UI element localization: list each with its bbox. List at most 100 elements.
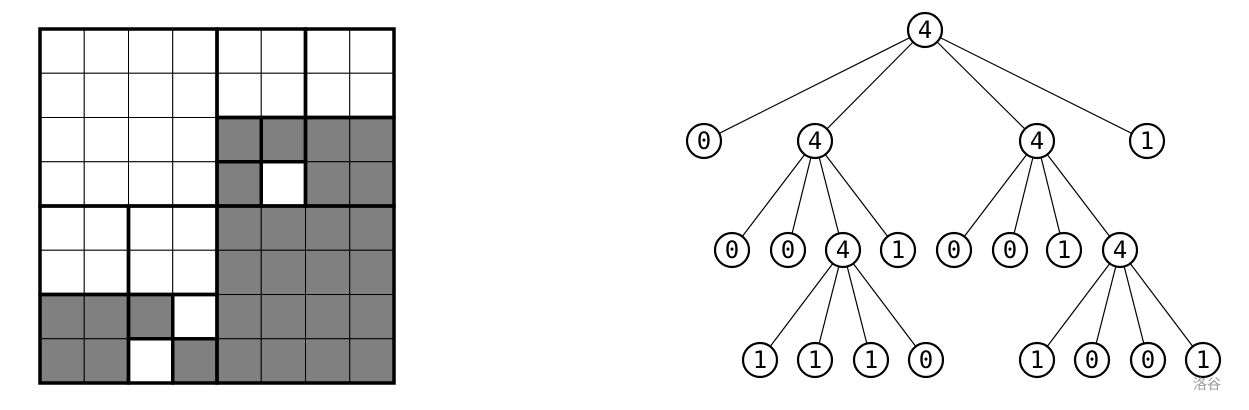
grid-cell-r0-c5: [260, 28, 306, 74]
tree-edge: [1009, 140, 1038, 251]
tree-edge: [953, 140, 1038, 251]
grid-cell-r7-c4: [216, 338, 262, 384]
tree-node-label: 4: [1030, 127, 1044, 155]
grid-cell-r2-c7: [349, 117, 395, 163]
tree-node-label: 0: [1085, 346, 1099, 374]
grid-cell-r6-c3: [172, 294, 218, 340]
grid-cell-r7-c1: [83, 338, 129, 384]
tree-node-label: 1: [753, 346, 767, 374]
tree-node-n4: 1: [1128, 122, 1166, 160]
tree-node-label: 4: [808, 127, 822, 155]
tree-node-circle: [879, 231, 917, 269]
tree-node-label: 4: [918, 16, 932, 44]
tree-edges: [703, 29, 1204, 361]
tree-edge: [1036, 249, 1121, 361]
tree-node-label: 1: [1057, 236, 1071, 264]
grid-cell-r5-c2: [128, 249, 174, 295]
tree-node-circle: [1184, 341, 1222, 379]
grid-cell-r3-c5: [260, 161, 306, 207]
tree-node-circle: [852, 341, 890, 379]
tree-edge: [1091, 249, 1121, 361]
tree-node-n5: 0: [713, 231, 751, 269]
grid-cell-r1-c0: [39, 72, 85, 118]
grid-cell-r1-c3: [172, 72, 218, 118]
grid-cell-r2-c4: [216, 117, 262, 163]
grid-cell-r0-c1: [83, 28, 129, 74]
tree-node-label: 0: [1003, 236, 1017, 264]
grid-cell-r3-c6: [305, 161, 351, 207]
grid-cell-r3-c3: [172, 161, 218, 207]
quadtree-block-border: [215, 204, 396, 385]
grid-cell-r3-c7: [349, 161, 395, 207]
tree-node-n13: 1: [741, 341, 779, 379]
grid-cell-r5-c5: [260, 249, 306, 295]
grid-cell-r7-c3: [172, 338, 218, 384]
tree-edge: [842, 249, 872, 361]
tree-node-circle: [906, 11, 944, 49]
tree-node-n19: 0: [1129, 341, 1167, 379]
tree-node-circle: [1018, 341, 1056, 379]
tree-node-circle: [1128, 122, 1166, 160]
tree-node-n2: 4: [796, 122, 834, 160]
grid-cell-r4-c6: [305, 205, 351, 251]
tree-node-label: 1: [808, 346, 822, 374]
tree-edge: [842, 249, 927, 361]
tree-node-circle: [824, 231, 862, 269]
tree-node-n6: 0: [769, 231, 807, 269]
grid-cell-r1-c7: [349, 72, 395, 118]
grid-cell-r6-c4: [216, 294, 262, 340]
tree-edge: [731, 140, 816, 251]
tree-node-circle: [1073, 341, 1111, 379]
tree-edge: [924, 29, 1038, 142]
tree-node-label: 0: [947, 236, 961, 264]
grid-cell-r2-c5: [260, 117, 306, 163]
tree-edge: [814, 140, 899, 251]
grid-cell-r7-c6: [305, 338, 351, 384]
tree-edge: [814, 140, 844, 251]
tree-node-label: 1: [891, 236, 905, 264]
grid-cell-r4-c4: [216, 205, 262, 251]
grid-cell-r2-c1: [83, 117, 129, 163]
tree-node-n1: 0: [685, 122, 723, 160]
tree-node-n20: 1: [1184, 341, 1222, 379]
tree-node-label: 1: [1196, 346, 1210, 374]
grid-cell-r5-c3: [172, 249, 218, 295]
tree-node-n7: 4: [824, 231, 862, 269]
pixel-grid: [38, 27, 396, 385]
grid-cell-r5-c6: [305, 249, 351, 295]
tree-node-label: 1: [1140, 127, 1154, 155]
grid-cell-r6-c1: [83, 294, 129, 340]
watermark-text: 洛谷: [1193, 377, 1221, 393]
grid-cell-r5-c7: [349, 249, 395, 295]
grid-cell-r4-c7: [349, 205, 395, 251]
tree-node-circle: [907, 341, 945, 379]
grid-cell-r3-c0: [39, 161, 85, 207]
tree-node-n10: 0: [991, 231, 1029, 269]
grid-cell-r2-c6: [305, 117, 351, 163]
grid-cell-r4-c1: [83, 205, 129, 251]
tree-node-circle: [1101, 231, 1139, 269]
tree-node-n17: 1: [1018, 341, 1056, 379]
grid-cell-r2-c0: [39, 117, 85, 163]
tree-node-n8: 1: [879, 231, 917, 269]
grid-cell-r3-c4: [216, 161, 262, 207]
grid-cell-r4-c0: [39, 205, 85, 251]
grid-cell-r5-c0: [39, 249, 85, 295]
tree-edge: [787, 140, 816, 251]
grid-cell-r5-c4: [216, 249, 262, 295]
tree-node-label: 0: [1141, 346, 1155, 374]
tree-node-circle: [713, 231, 751, 269]
tree-node-circle: [796, 122, 834, 160]
grid-cell-r3-c2: [128, 161, 174, 207]
grid-cell-r6-c2: [128, 294, 174, 340]
grid-cell-r6-c7: [349, 294, 395, 340]
tree-node-n9: 0: [935, 231, 973, 269]
tree-node-circle: [796, 341, 834, 379]
grid-cell-r6-c0: [39, 294, 85, 340]
tree-node-label: 0: [781, 236, 795, 264]
grid-cell-r2-c2: [128, 117, 174, 163]
grid-cell-r1-c6: [305, 72, 351, 118]
tree-edge: [1036, 140, 1121, 251]
tree-node-circle: [741, 341, 779, 379]
tree-edge: [924, 29, 1148, 142]
